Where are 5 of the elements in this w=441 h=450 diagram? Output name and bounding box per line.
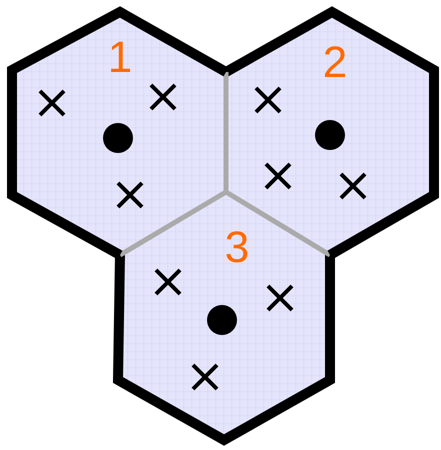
cell-number: 2 [322, 41, 348, 85]
hexagon-cell-drawing [7, 6, 228, 260]
hexagon-cell-drawing [112, 192, 335, 446]
cell-number: 3 [224, 226, 250, 270]
cell-number: 1 [108, 36, 132, 80]
